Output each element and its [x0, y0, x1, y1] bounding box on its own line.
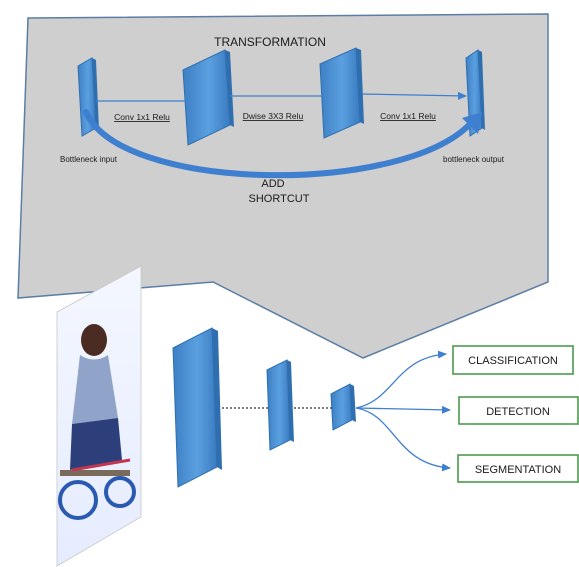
task-label-detection: DETECTION — [486, 406, 550, 418]
shortcut-label-add: ADD — [261, 178, 284, 190]
edge-label-conv2: Conv 1x1 Relu — [380, 111, 436, 121]
task-label-segmentation: SEGMENTATION — [475, 464, 561, 476]
shortcut-arrow — [83, 109, 473, 179]
task-label-classification: CLASSIFICATION — [468, 355, 558, 367]
edge-label-conv1: Conv 1x1 Relu — [114, 112, 170, 122]
arrow-to-detection — [355, 405, 451, 414]
feature-block-small — [330, 383, 356, 431]
transformation-title: TRANSFORMATION — [214, 35, 326, 49]
task-box-classification — [452, 345, 574, 375]
input-photo — [56, 265, 142, 567]
shortcut-label-shortcut: SHORTCUT — [249, 193, 310, 205]
transformation-panel — [17, 13, 549, 359]
task-box-segmentation — [457, 454, 579, 483]
task-box-detection — [458, 396, 579, 425]
arrow-to-classification — [355, 350, 447, 409]
edge-line-3 — [361, 91, 467, 100]
bottleneck-input-label: Bottleneck input — [60, 155, 118, 164]
bottleneck-block-depthwise — [319, 47, 364, 139]
bottleneck-block-expand — [182, 49, 234, 146]
shortcut-arrowhead — [462, 112, 482, 134]
feature-block-medium — [266, 359, 294, 451]
feature-block-large — [172, 327, 222, 488]
arrow-to-segmentation — [355, 407, 451, 472]
bottleneck-output-label: bottleneck output — [443, 155, 505, 164]
edge-label-dwise: Dwise 3X3 Relu — [243, 111, 304, 121]
